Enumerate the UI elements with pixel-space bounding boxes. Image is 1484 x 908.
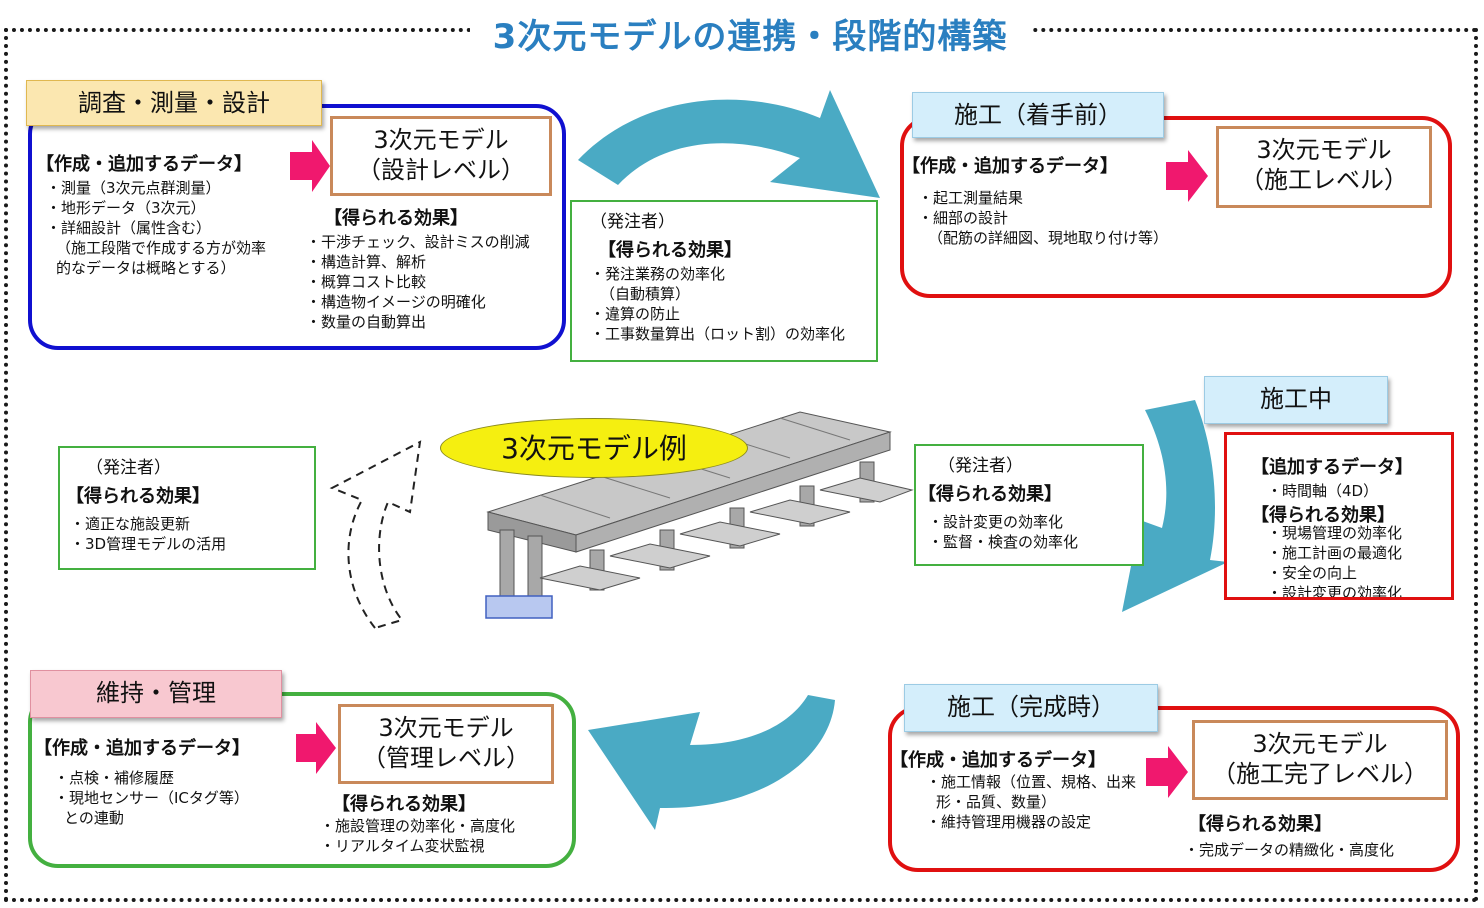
list-item: ・時間軸（4D）: [1267, 482, 1379, 500]
bridge-model-illustration: [485, 411, 914, 619]
list-item: ・概算コスト比較: [306, 273, 427, 291]
during-effects-heading: 【得られる効果】: [1251, 505, 1395, 526]
during-effects-list: ・現場管理の効率化 ・施工計画の最適化 ・安全の向上 ・設計変更の効率化: [1267, 523, 1403, 600]
list-item: ・干渉チェック、設計ミスの削減: [306, 233, 530, 251]
owner-label: （発注者）: [938, 456, 1023, 476]
list-item: ・点検・補修履歴: [54, 769, 175, 787]
list-item: ・適正な施設更新: [70, 515, 191, 533]
maint-effects-heading: 【得られる効果】: [332, 794, 476, 815]
list-item: ・監督・検査の効率化: [928, 533, 1079, 551]
list-item: 的なデータは概略とする）: [56, 259, 236, 277]
pre-data-heading: 【作成・追加するデータ】: [902, 156, 1118, 177]
flow-arrow-dashed: [329, 440, 422, 630]
list-item: ・施設管理の効率化・高度化: [320, 817, 516, 835]
model-label-line1: 3次元モデル: [373, 126, 509, 154]
owner-list: ・発注業務の効率化 （自動積算） ・違算の防止 ・工事数量算出（ロット割）の効率…: [590, 264, 845, 344]
list-item: ・施工情報（位置、規格、出来: [926, 773, 1137, 791]
design-effects-heading: 【得られる効果】: [324, 208, 468, 229]
model-label-line2: （設計レベル）: [357, 156, 525, 184]
stage-design-tag: 調査・測量・設計: [26, 80, 322, 126]
stage-maint-tag: 維持・管理: [30, 670, 282, 718]
flow-arrow-right: [1122, 400, 1228, 612]
list-item: ・設計変更の効率化: [1267, 584, 1403, 600]
owner-list: ・適正な施設更新 ・3D管理モデルの活用: [70, 514, 226, 554]
owner-heading: 【得られる効果】: [918, 484, 1062, 505]
list-item: ・3D管理モデルの活用: [70, 535, 227, 553]
list-item: ・地形データ（3次元）: [46, 199, 206, 217]
list-item: ・違算の防止: [590, 305, 681, 323]
pink-arrow-maint: [296, 722, 336, 774]
list-item: ・数量の自動算出: [306, 313, 427, 331]
design-data-list: ・測量（3次元点群測量） ・地形データ（3次元） ・詳細設計（属性含む） （施工…: [46, 178, 266, 278]
model-label-line1: 3次元モデル: [378, 714, 514, 742]
list-item: ・設計変更の効率化: [928, 513, 1064, 531]
list-item: ・現場管理の効率化: [1267, 524, 1403, 542]
list-item: （配筋の詳細図、現地取り付け等）: [928, 229, 1169, 247]
model-label-line1: 3次元モデル: [1256, 136, 1392, 164]
list-item: （自動積算）: [600, 285, 691, 303]
page-title: 3次元モデルの連携・段階的構築: [470, 12, 1030, 62]
list-item: ・維持管理用機器の設定: [926, 813, 1092, 831]
owner-design-box: （発注者） 【得られる効果】 ・発注業務の効率化 （自動積算） ・違算の防止 ・…: [570, 200, 878, 362]
complete-effects-list: ・完成データの精緻化・高度化: [1184, 840, 1394, 860]
design-data-heading: 【作成・追加するデータ】: [36, 154, 252, 175]
list-item: ・細部の設計: [918, 209, 1009, 227]
pink-arrow-complete: [1146, 746, 1188, 798]
pink-arrow-pre: [1166, 150, 1208, 202]
owner-heading: 【得られる効果】: [66, 486, 210, 507]
list-item: （施工段階で作成する方が効率: [56, 239, 267, 257]
list-item: ・施工計画の最適化: [1267, 544, 1403, 562]
stage-during-panel: 【追加するデータ】 ・時間軸（4D） 【得られる効果】 ・現場管理の効率化 ・施…: [1224, 432, 1454, 600]
flow-arrow-top: [578, 90, 880, 198]
complete-data-heading: 【作成・追加するデータ】: [890, 750, 1106, 771]
owner-heading: 【得られる効果】: [598, 240, 742, 261]
maint-effects-list: ・施設管理の効率化・高度化 ・リアルタイム変状監視: [320, 816, 515, 856]
list-item: 形・品質、数量）: [936, 793, 1057, 811]
stage-pre-tag: 施工（着手前）: [912, 92, 1164, 138]
complete-data-list: ・施工情報（位置、規格、出来 形・品質、数量） ・維持管理用機器の設定: [926, 772, 1136, 832]
model-label-line1: 3次元モデル: [1252, 730, 1388, 758]
list-item: との連動: [64, 809, 124, 827]
stage-complete-tag: 施工（完成時）: [904, 684, 1158, 732]
design-model-box: 3次元モデル （設計レベル）: [330, 116, 552, 196]
list-item: ・詳細設計（属性含む）: [46, 219, 212, 237]
list-item: ・構造物イメージの明確化: [306, 293, 486, 311]
list-item: ・安全の向上: [1267, 564, 1358, 582]
during-data-heading: 【追加するデータ】: [1251, 457, 1413, 478]
owner-label: （発注者）: [590, 212, 675, 232]
list-item: ・工事数量算出（ロット割）の効率化: [590, 325, 846, 343]
maint-data-heading: 【作成・追加するデータ】: [34, 738, 250, 759]
maint-data-list: ・点検・補修履歴 ・現地センサー（ICタグ等） との連動: [54, 768, 249, 828]
owner-label: （発注者）: [86, 458, 171, 478]
maint-model-box: 3次元モデル （管理レベル）: [338, 704, 554, 784]
list-item: ・現地センサー（ICタグ等）: [54, 789, 249, 807]
during-data-list: ・時間軸（4D）: [1267, 481, 1378, 501]
pink-arrow-design: [290, 140, 330, 192]
stage-maint-panel: [28, 692, 576, 868]
owner-during-box: （発注者） 【得られる効果】 ・設計変更の効率化 ・監督・検査の効率化: [914, 444, 1144, 566]
complete-effects-heading: 【得られる効果】: [1188, 814, 1332, 835]
list-item: ・完成データの精緻化・高度化: [1184, 841, 1395, 859]
list-item: ・発注業務の効率化: [590, 265, 726, 283]
flow-arrow-bottom: [588, 695, 835, 830]
list-item: ・起工測量結果: [918, 189, 1024, 207]
list-item: ・リアルタイム変状監視: [320, 837, 485, 855]
model-label-line2: （管理レベル）: [362, 744, 530, 772]
stage-complete-panel: [888, 706, 1460, 872]
owner-list: ・設計変更の効率化 ・監督・検査の効率化: [928, 512, 1078, 552]
model-label-line2: （施工レベル）: [1240, 166, 1408, 194]
complete-model-box: 3次元モデル （施工完了レベル）: [1192, 720, 1448, 800]
list-item: ・構造計算、解析: [306, 253, 427, 271]
pre-data-list: ・起工測量結果 ・細部の設計 （配筋の詳細図、現地取り付け等）: [918, 188, 1168, 248]
model-label-line2: （施工完了レベル）: [1212, 760, 1428, 788]
list-item: ・測量（3次元点群測量）: [46, 179, 221, 197]
stage-pre-panel: [900, 116, 1452, 298]
pre-model-box: 3次元モデル （施工レベル）: [1216, 126, 1432, 208]
design-effects-list: ・干渉チェック、設計ミスの削減 ・構造計算、解析 ・概算コスト比較 ・構造物イメ…: [306, 232, 530, 332]
stage-during-tag: 施工中: [1204, 376, 1388, 424]
owner-maint-box: （発注者） 【得られる効果】 ・適正な施設更新 ・3D管理モデルの活用: [58, 446, 316, 570]
center-model-label: 3次元モデル例: [440, 418, 748, 478]
